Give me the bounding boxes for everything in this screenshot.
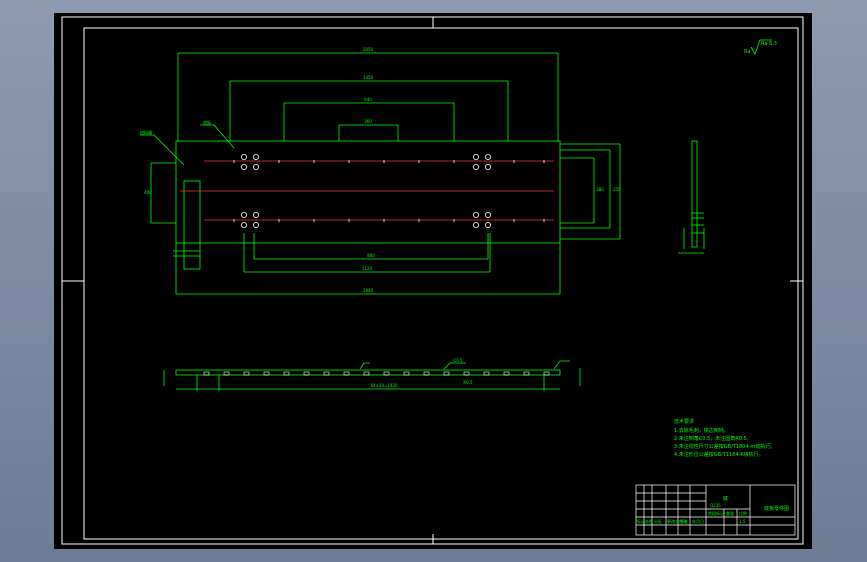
tech-req-title: 技术要求: [674, 418, 694, 425]
title-block-texts: 底 底板零件图 Q235 标记 处数 分区 更改文件号 签名 年月日 阶段标记 …: [637, 495, 789, 524]
title-row-label-3: 分区: [654, 518, 662, 524]
side-plate: [691, 140, 698, 248]
roughness-text: Ra 6.3: [761, 41, 777, 47]
inner-frame: [83, 27, 799, 540]
side-view: [678, 140, 705, 254]
cad-viewport[interactable]: Ra Ra 6.3: [54, 13, 812, 549]
roughness-prefix: Ra: [744, 49, 750, 55]
section-detail-note: R0.5: [463, 380, 473, 385]
dim-overall-length: 2050: [363, 47, 374, 52]
title-scale-value: 1:5: [739, 519, 746, 524]
dim-right-1: 380: [596, 187, 604, 192]
title-row-label-2: 处数: [645, 518, 653, 524]
section-slots: [203, 371, 550, 376]
section-chamfer-note: C0.5: [453, 358, 463, 363]
roughness-symbol: Ra Ra 6.3: [744, 39, 777, 55]
outer-border: [61, 16, 804, 545]
section-spacing-dim: 64×30=1920: [370, 383, 398, 388]
title-row-label-5: 签名: [680, 518, 688, 524]
title-row-label-6: 年月日: [692, 518, 704, 524]
plate-outline: [175, 140, 561, 244]
title-scale-label: 比例: [739, 510, 747, 516]
dim-left: 400: [144, 190, 152, 195]
title-block-frame: [635, 484, 796, 536]
dim-right-2: 250: [613, 187, 621, 192]
title-stage-label: 阶段标记: [708, 510, 724, 516]
title-row-label-1: 标记: [637, 518, 645, 524]
side-bracket: [183, 180, 201, 270]
slot-marks: [233, 160, 545, 222]
dim-length-3: 940: [364, 97, 372, 102]
plan-centerlines: [180, 160, 554, 221]
section-texts: 64×30=1920 C0.5 R0.5: [370, 358, 473, 388]
tech-req-item-3: 3.未注线性尺寸公差按GB/T1804-m级执行。: [674, 443, 775, 450]
technical-requirements: 技术要求 1.去除毛刺，锐边倒钝。 2.未注倒角C0.5，未注圆角R0.5。 3…: [674, 418, 775, 458]
title-material: Q235: [710, 503, 721, 508]
dim-length-2: 1450: [363, 75, 374, 80]
plan-view: [140, 52, 621, 295]
tech-req-item-2: 2.未注倒角C0.5，未注圆角R0.5。: [674, 435, 752, 442]
label-left: 进料端: [140, 129, 152, 135]
label-top: 底板: [203, 119, 211, 125]
title-weight-label: 重量: [726, 510, 734, 516]
dim-bottom-1: 800: [367, 253, 375, 258]
dim-bottom-3: 1940: [363, 288, 374, 293]
sheet-frame: [61, 16, 804, 545]
title-block: [635, 484, 796, 536]
title-drawing-name: 底板零件图: [764, 505, 789, 512]
dim-bottom-2: 1120: [362, 266, 373, 271]
dim-length-4: 360: [364, 119, 372, 124]
drawing-sheet: Ra Ra 6.3: [61, 16, 804, 545]
title-row-label-4: 更改文件号: [667, 518, 687, 524]
tech-req-item-4: 4.未注形位公差按GB/T1184-K级执行。: [674, 451, 764, 458]
section-plate: [175, 369, 561, 376]
mounting-holes: [240, 153, 491, 228]
title-part-name: 底: [723, 495, 728, 502]
plan-dimension-texts: 2050 1450 940 360 800 1120 1940 380 250 …: [140, 47, 621, 293]
tech-req-item-1: 1.去除毛刺，锐边倒钝。: [674, 427, 729, 434]
